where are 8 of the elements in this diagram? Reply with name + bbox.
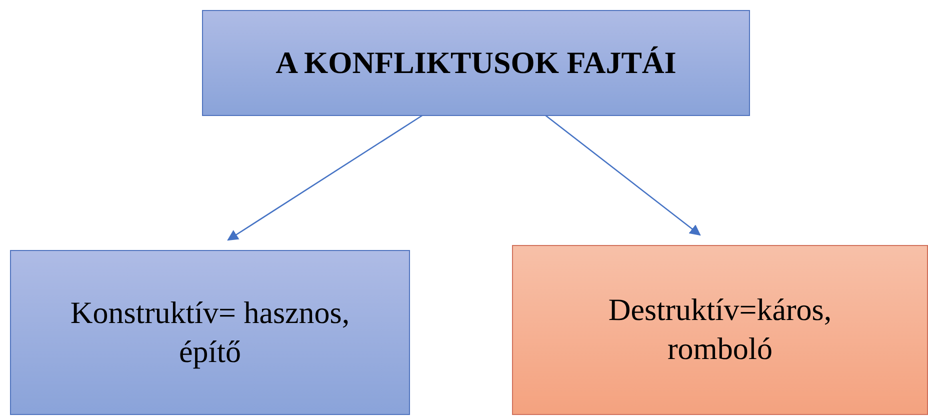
title-box	[202, 10, 750, 116]
arrow	[227, 114, 424, 241]
category-box	[10, 250, 410, 415]
category-box	[512, 245, 928, 415]
title-text: A KONFLIKTUSOK FAJTÁI	[274, 44, 678, 82]
box-text: Konstruktív= hasznos, építő	[69, 294, 351, 371]
arrow	[544, 114, 701, 236]
box-text: Destruktív=káros, romboló	[607, 291, 833, 368]
